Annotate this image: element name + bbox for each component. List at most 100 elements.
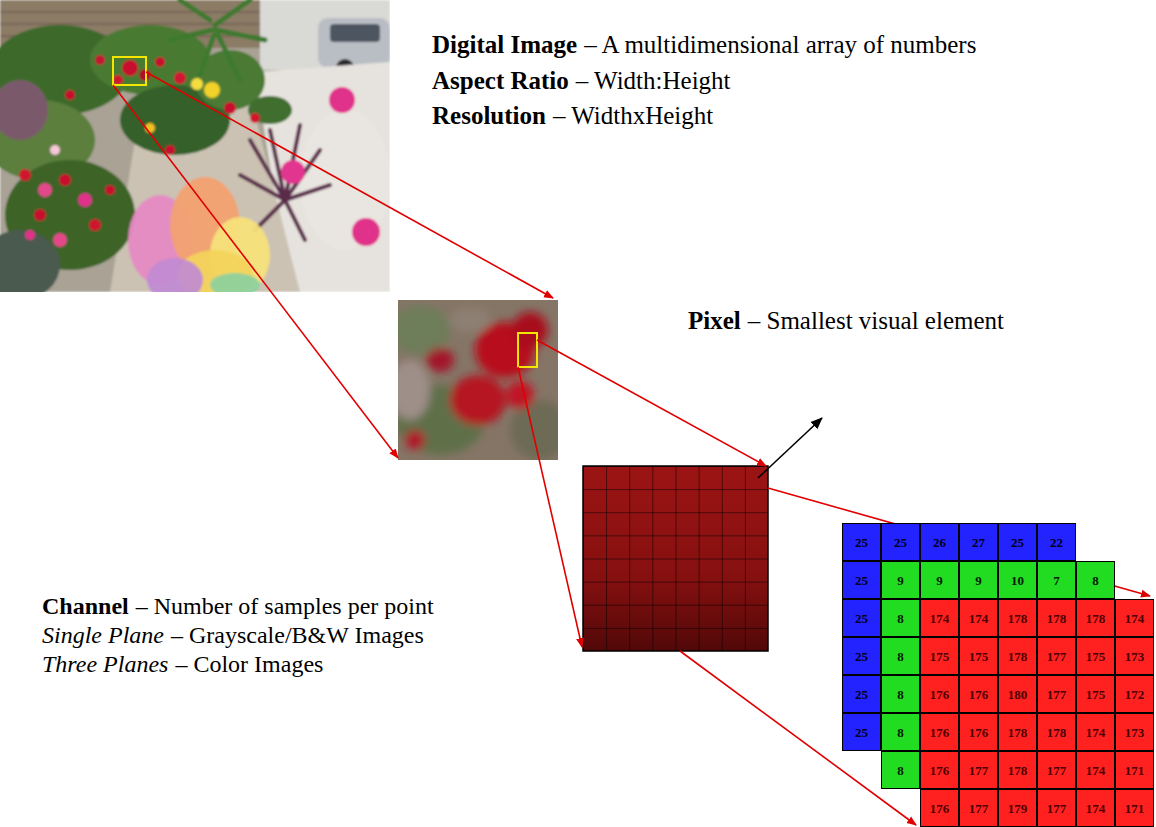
matrix-value: 9	[959, 561, 998, 599]
definition-text: – Color Images	[175, 650, 323, 679]
definition-text: – Width:Height	[576, 66, 731, 96]
flowers	[191, 78, 203, 90]
zoom-crop	[405, 430, 425, 450]
matrix-value: 8	[881, 599, 920, 637]
matrix-value: 27	[959, 523, 998, 561]
pixel-grid	[583, 466, 768, 651]
matrix-value: 10	[998, 561, 1037, 599]
pixel-grid	[583, 466, 768, 651]
matrix-value: 180	[998, 675, 1037, 713]
matrix-value: 176	[959, 675, 998, 713]
flowers	[352, 218, 380, 246]
matrix-value: 178	[998, 637, 1037, 675]
matrix-value: 8	[1076, 561, 1115, 599]
garden-photo	[0, 0, 390, 292]
flowers	[250, 113, 260, 123]
term-label: Resolution	[432, 101, 546, 131]
garden-photo	[0, 0, 390, 292]
matrix-value: 8	[881, 751, 920, 789]
matrix-value: 178	[998, 599, 1037, 637]
matrix-value: 25	[842, 675, 881, 713]
matrix-value: 8	[881, 713, 920, 751]
flowers	[329, 87, 355, 113]
flowers	[53, 233, 67, 247]
flowers	[174, 72, 186, 84]
matrix-value: 9	[920, 561, 959, 599]
matrix-value: 176	[920, 751, 959, 789]
matrix-value: 175	[959, 637, 998, 675]
flowers	[50, 145, 60, 155]
selection-box	[113, 57, 146, 85]
matrix-value: 172	[1115, 675, 1154, 713]
matrix-value: 171	[1115, 751, 1154, 789]
flowers	[165, 145, 175, 155]
definition-text: – Smallest visual element	[748, 306, 1004, 336]
matrix-value: 176	[920, 675, 959, 713]
garden-photo	[0, 80, 48, 140]
matrix-value: 25	[998, 523, 1037, 561]
definition-text: – WidthxHeight	[553, 101, 713, 131]
zoom-crop	[426, 348, 454, 372]
matrix-value: 174	[1076, 789, 1115, 827]
zoom-line	[537, 340, 766, 466]
term-label: Channel	[42, 592, 129, 621]
zoom-crop	[510, 400, 558, 460]
flowers	[78, 193, 92, 207]
matrix-value: 177	[959, 751, 998, 789]
definition-text: – Grayscale/B&W Images	[171, 621, 424, 650]
matrix-value: 176	[920, 713, 959, 751]
term-label: Single Plane	[42, 621, 164, 650]
flowers	[95, 55, 105, 65]
pinwheel	[147, 258, 203, 292]
matrix-value: 174	[1115, 599, 1154, 637]
matrix-value: 177	[959, 789, 998, 827]
matrix-value: 177	[1037, 637, 1076, 675]
garden-photo	[170, 0, 265, 80]
matrix-value: 178	[998, 713, 1037, 751]
zoom-line	[518, 367, 582, 647]
flowers	[204, 82, 220, 98]
matrix-value: 9	[881, 561, 920, 599]
flowers	[59, 174, 71, 186]
term-label: Aspect Ratio	[432, 66, 569, 96]
matrix-value: 174	[920, 599, 959, 637]
matrix-value: 174	[959, 599, 998, 637]
flowers	[38, 183, 52, 197]
matrix-value: 175	[1076, 675, 1115, 713]
matrix-value: 25	[842, 561, 881, 599]
flowers	[113, 75, 123, 85]
matrix-value: 178	[1037, 713, 1076, 751]
pixel-grid	[583, 466, 768, 651]
zoom-crop	[450, 375, 506, 425]
matrix-value: 175	[920, 637, 959, 675]
term-label: Digital Image	[432, 30, 577, 60]
pinwheel	[210, 273, 260, 292]
matrix-value: 174	[1076, 751, 1115, 789]
flowers	[65, 90, 75, 100]
flowers	[34, 209, 46, 221]
matrix-value: 174	[1076, 713, 1115, 751]
matrix-value: 179	[998, 789, 1037, 827]
matrix-value: 176	[920, 789, 959, 827]
flowers	[281, 160, 305, 184]
matrix-value: 25	[842, 713, 881, 751]
matrix-value: 177	[1037, 675, 1076, 713]
zoom-crop	[398, 360, 430, 420]
zoom-line	[113, 85, 398, 458]
zoom-crop	[450, 308, 490, 332]
flowers	[155, 57, 165, 67]
matrix-value: 177	[1037, 789, 1076, 827]
definition-text: – A multidimensional array of numbers	[584, 30, 976, 60]
pixel-grid	[583, 466, 768, 651]
pinwheel	[128, 177, 270, 292]
matrix-value: 175	[1076, 637, 1115, 675]
zoom-line	[146, 72, 553, 298]
matrix-value: 171	[1115, 789, 1154, 827]
matrix-value: 178	[1037, 599, 1076, 637]
matrix-value: 25	[881, 523, 920, 561]
matrix-value: 7	[1037, 561, 1076, 599]
term-label: Three Planes	[42, 650, 168, 679]
garden-photo	[248, 96, 292, 124]
zoom-crop	[506, 381, 534, 409]
